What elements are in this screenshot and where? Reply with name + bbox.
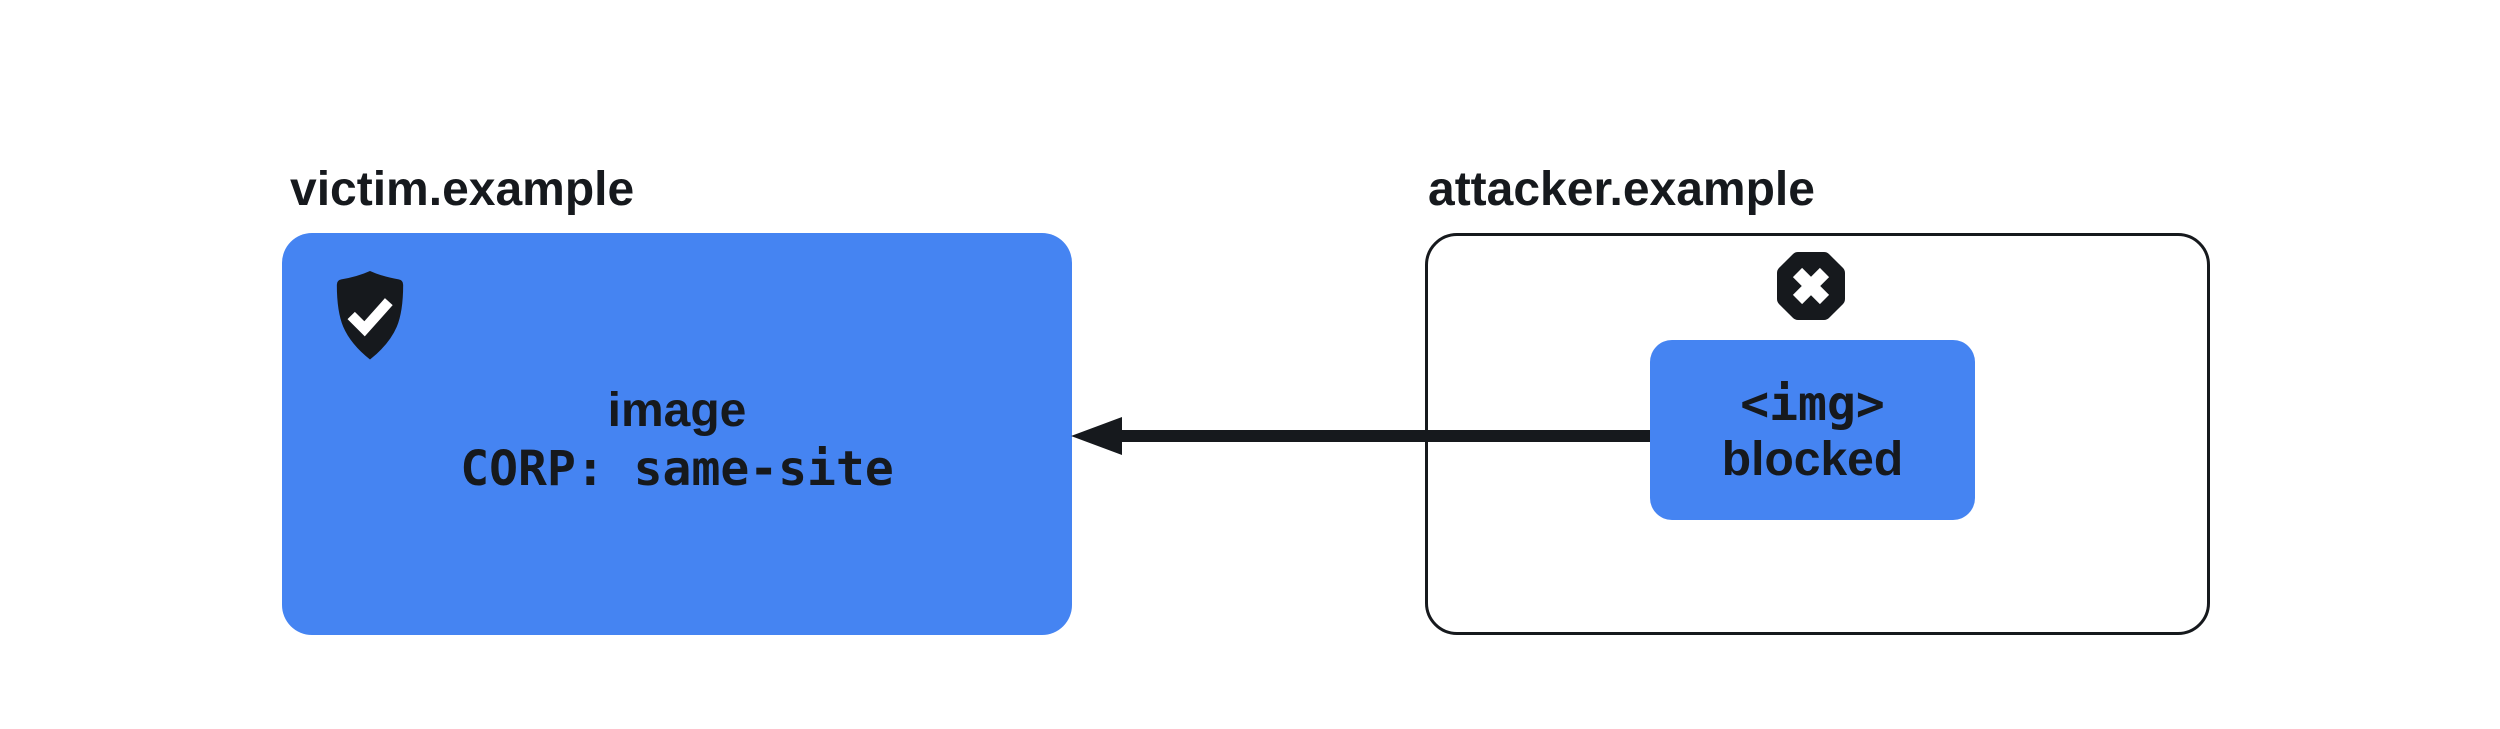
victim-corp-header: CORP: same-site <box>460 441 894 497</box>
blocked-request-box: <img> blocked <box>1650 340 1975 520</box>
victim-resource-name: image <box>607 384 747 437</box>
octagon-x-icon <box>1777 252 1845 320</box>
victim-domain-label: victim.example <box>290 163 635 216</box>
victim-box-text: image CORP: same-site <box>282 233 1072 635</box>
blocked-request-text: <img> blocked <box>1650 340 1975 520</box>
shield-check-icon <box>336 270 404 360</box>
attacker-domain-label: attacker.example <box>1428 163 1815 216</box>
request-blocked-status: blocked <box>1721 433 1904 486</box>
request-img-tag: <img> <box>1740 376 1885 432</box>
victim-resource-box: image CORP: same-site <box>282 233 1072 635</box>
request-arrow <box>1071 417 1650 455</box>
